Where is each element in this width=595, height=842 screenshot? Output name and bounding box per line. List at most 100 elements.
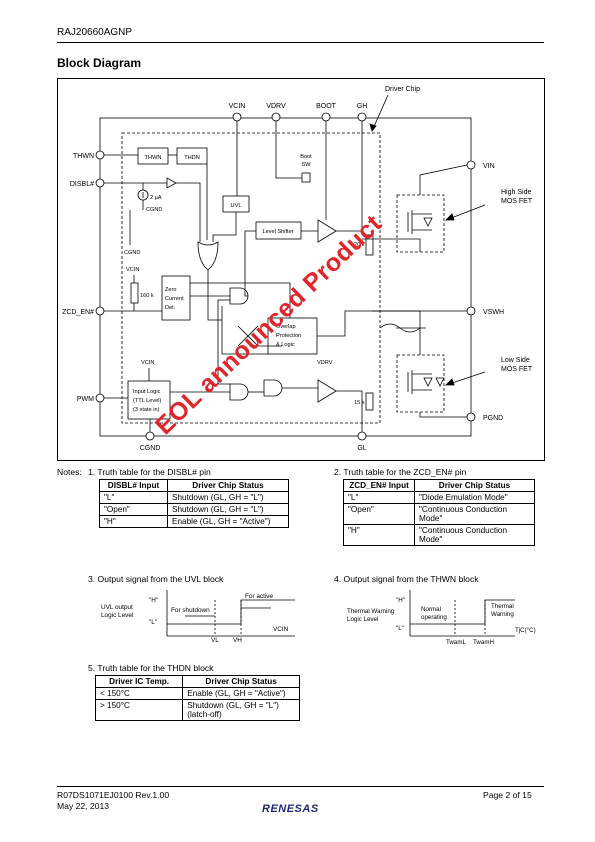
header-rule	[57, 42, 544, 43]
overlap-label-1: Overlap	[276, 324, 296, 330]
table2-header: ZCD_EN# Input	[343, 479, 415, 492]
thwn-warning-1: Thermal	[491, 603, 514, 610]
thwn-l: "L"	[396, 625, 404, 632]
cgnd-label-b: CGND	[124, 250, 140, 256]
overlap-label-2: Protection	[276, 333, 301, 339]
thwn-twaml: TwamL	[446, 639, 467, 646]
note-3: 3. Output signal from the UVL block	[88, 574, 224, 584]
current-source-label: 2 µA	[150, 195, 162, 201]
note-4: 4. Output signal from the THWN block	[334, 574, 479, 584]
table5-header: Driver IC Temp.	[94, 675, 184, 688]
note-1: 1. Truth table for the DISBL# pin	[88, 467, 211, 477]
boot-sw-label-1: Boot	[300, 154, 312, 160]
thdn-truth-table: Driver IC Temp.Driver Chip Status < 150°…	[94, 675, 300, 721]
thwn-output-graph: Thermal Warning Logic Level "H" "L" Norm…	[347, 590, 536, 646]
cgnd-label-a: CGND	[146, 207, 162, 213]
vcin-label-b: VCIN	[141, 360, 154, 366]
note-2: 2. Truth table for the ZCD_EN# pin	[334, 467, 467, 477]
doc-date: May 22, 2013	[57, 801, 110, 811]
part-number: RAJ20660AGNP	[57, 27, 133, 38]
table1-header: Driver Chip Status	[167, 479, 289, 492]
note-5: 5. Truth table for the THDN block	[88, 663, 214, 673]
ic-outline	[99, 117, 472, 437]
footer-rule	[57, 786, 544, 787]
table2-header: Driver Chip Status	[414, 479, 535, 492]
thwn-warning-2: Warning	[491, 611, 514, 618]
low-side-label-1: Low Side	[501, 357, 530, 364]
uvl-h: "H"	[149, 597, 158, 604]
low-side-label-2: MOS FET	[501, 366, 533, 373]
level-shifter-block	[255, 221, 302, 240]
thwn-block-label: THWN	[145, 155, 162, 161]
uvl-ylabel-2: Logic Level	[101, 612, 133, 619]
page-number: Page 2 of 15	[483, 790, 532, 800]
thwn-twamh: TwamH	[473, 639, 494, 646]
pin-disbl: DISBL#	[70, 181, 94, 188]
zero-current-block	[161, 275, 191, 321]
uvl-output-graph: UVL output Logic Level "H" "L" For shutd…	[101, 590, 295, 644]
uvl-for-shutdown: For shutdown	[171, 607, 210, 614]
table-row: "H""Continuous Conduction Mode"	[343, 524, 535, 546]
pin-pgnd: PGND	[483, 415, 503, 422]
low-side-outline	[396, 354, 445, 413]
table1-header: DISBL# Input	[98, 479, 169, 492]
pin-vin: VIN	[483, 163, 495, 170]
input-logic-label-3: (3 state in)	[133, 407, 160, 413]
block-diagram-frame	[57, 78, 545, 461]
notes-lead: Notes:	[57, 467, 82, 477]
input-logic-label-1: Input Logic	[133, 389, 161, 395]
uvl-ylabel-1: UVL output	[101, 604, 133, 611]
thwn-xlabel: TjC(°C)	[515, 627, 536, 634]
table-row: "L""Diode Emulation Mode"	[343, 491, 535, 504]
zero-current-label-3: Det.	[165, 305, 176, 311]
pin-thwn: THWN	[73, 153, 94, 160]
high-side-label-2: MOS FET	[501, 198, 533, 205]
uvl-vh: VH	[233, 637, 242, 644]
pin-vdrv: VDRV	[266, 103, 286, 110]
zero-current-label-1: Zero	[165, 287, 177, 293]
r15k-label: 15 k	[354, 400, 365, 406]
input-logic-label-2: (TTL Level)	[133, 398, 162, 404]
r20k-label: 20 k	[354, 242, 365, 248]
block-diagram: Driver Chip VCIN VDRV BOOT GH THWN DISBL…	[62, 86, 533, 452]
uvl-for-active: For active	[245, 593, 274, 600]
thdn-block	[176, 147, 208, 165]
vdrv-label-b: VDRV	[317, 360, 333, 366]
uvl-xlabel: VCIN	[273, 626, 289, 633]
table-row: "L"Shutdown (GL, GH = "L")	[98, 491, 289, 504]
pin-pwm: PWM	[77, 396, 94, 403]
pin-vswh: VSWH	[483, 309, 504, 316]
table-row: "Open"Shutdown (GL, GH = "L")	[98, 503, 289, 516]
table5-header: Driver Chip Status	[182, 675, 300, 688]
high-side-label-1: High Side	[501, 189, 531, 196]
pin-cgnd: CGND	[140, 445, 161, 452]
pin-boot: BOOT	[316, 103, 337, 110]
table-row: "Open""Continuous Conduction Mode"	[343, 503, 535, 525]
uvl-block-label: UVL	[231, 203, 242, 209]
thwn-h: "H"	[396, 597, 405, 604]
pin-zcd-en: ZCD_EN#	[62, 309, 94, 316]
r160k-label: 160 k	[140, 293, 154, 299]
driver-chip-outline	[121, 132, 381, 424]
driver-chip-label: Driver Chip	[385, 86, 420, 93]
thwn-ylabel-2: Logic Level	[347, 616, 378, 623]
thwn-block	[137, 147, 169, 165]
zero-current-label-2: Current	[165, 296, 184, 302]
thwn-ylabel-1: Thermal Warning	[347, 608, 395, 615]
level-shifter-label: Level Shifter	[262, 229, 293, 235]
pin-gh: GH	[357, 103, 368, 110]
doc-number: R07DS1071EJ0100 Rev.1.00	[57, 790, 170, 800]
pin-vcin: VCIN	[229, 103, 246, 110]
uvl-vl: VL	[211, 637, 219, 644]
overlap-label-3: & Logic	[276, 342, 295, 348]
section-title: Block Diagram	[57, 56, 142, 70]
thwn-normal-1: Normal	[421, 606, 441, 613]
table-row: "H"Enable (GL, GH = "Active")	[98, 515, 289, 528]
pin-gl: GL	[357, 445, 366, 452]
uvl-l: "L"	[149, 619, 157, 626]
thdn-block-label: THDN	[184, 155, 200, 161]
